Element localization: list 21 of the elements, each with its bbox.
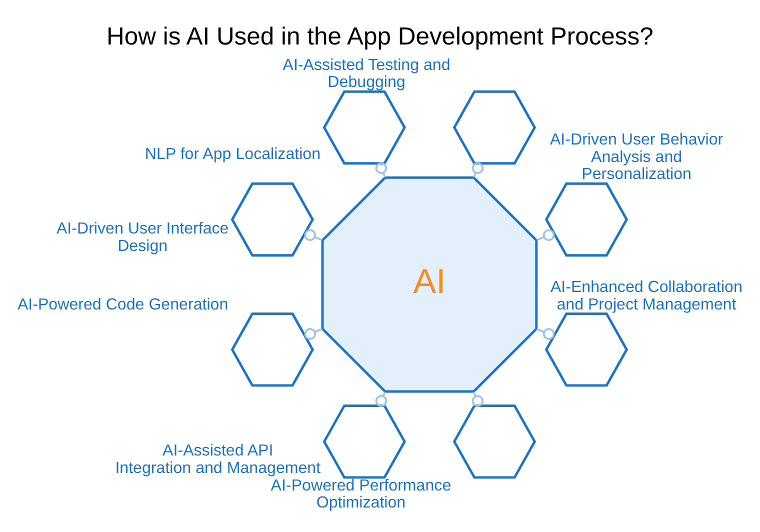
node-hexagon bbox=[230, 182, 314, 257]
diagram-title: How is AI Used in the App Development Process? bbox=[106, 24, 654, 51]
node-hexagon bbox=[322, 90, 406, 165]
node-hexagon bbox=[544, 182, 628, 257]
node-label: AI-Powered Code Generation bbox=[17, 295, 228, 314]
connector bbox=[536, 328, 555, 340]
node-label: AI-Assisted API Integration and Management bbox=[115, 442, 321, 477]
node-hexagon bbox=[230, 312, 314, 387]
connector bbox=[304, 229, 322, 241]
node-label: AI-Driven User Interface Design bbox=[56, 220, 229, 255]
node-label: AI-Driven User Behavior Analysis and Personalization bbox=[550, 130, 724, 184]
node-label: AI-Powered Performance Optimization bbox=[270, 476, 452, 512]
node-label: AI-Enhanced Collaboration and Project Management bbox=[550, 278, 742, 314]
node-label: AI-Assisted Testing and Debugging bbox=[282, 56, 450, 92]
node-label: NLP for App Localization bbox=[144, 144, 321, 163]
node-hexagon bbox=[544, 312, 628, 387]
connector bbox=[536, 229, 555, 241]
node-hexagon bbox=[322, 404, 406, 479]
node-hexagon bbox=[452, 90, 536, 165]
connector bbox=[304, 328, 322, 340]
node-hexagon bbox=[452, 404, 536, 479]
